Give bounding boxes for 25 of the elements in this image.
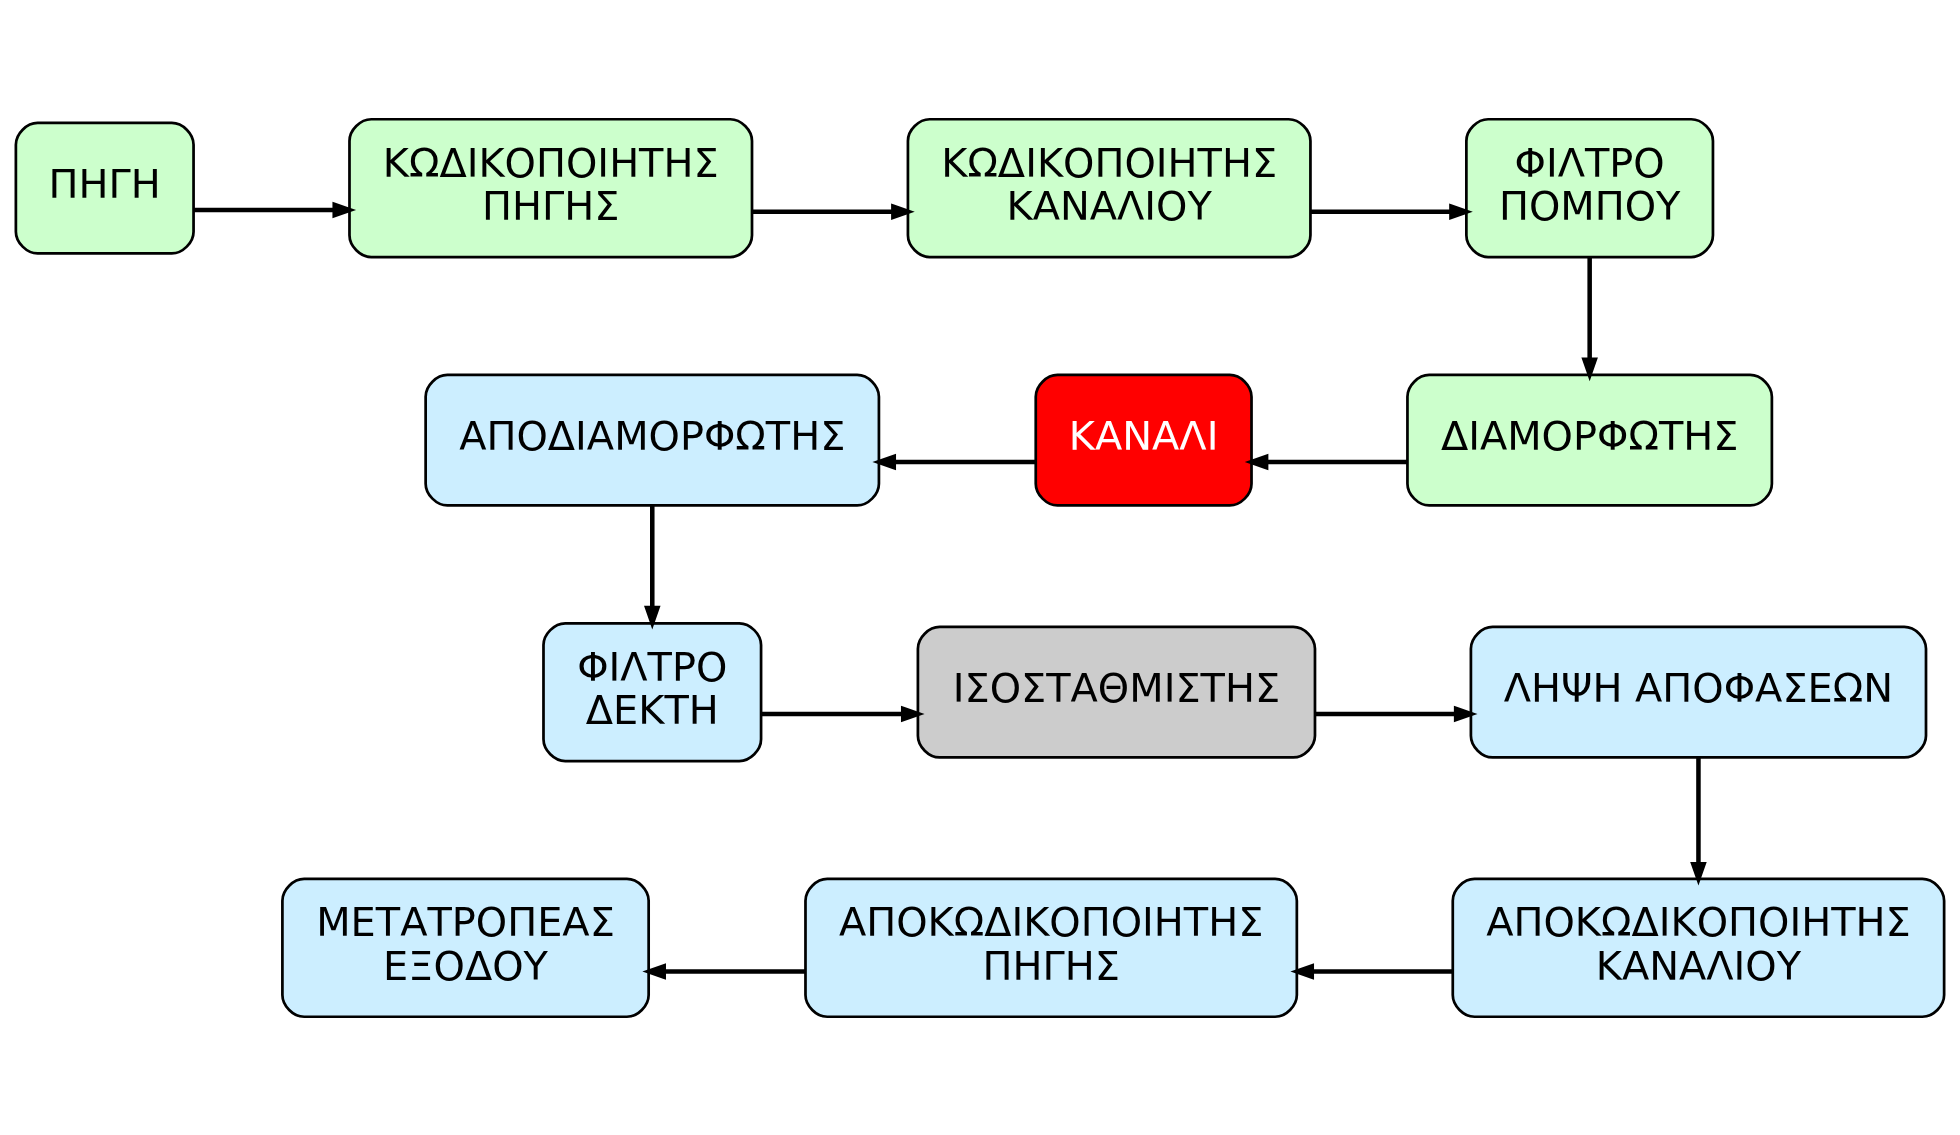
arrow — [1581, 257, 1598, 381]
node-box: ΔΙΑΜΟΡΦΩΤΗΣ — [1406, 373, 1774, 507]
arrow — [872, 453, 1036, 470]
arrow — [761, 705, 925, 722]
node-box: ΙΣΟΣΤΑΘΜΙΣΤΗΣ — [916, 625, 1317, 759]
arrow — [644, 505, 661, 629]
node-box: ΚΩΔΙΚΟΠΟΙΗΤΗΣ ΚΑΝΑΛΙΟΥ — [906, 117, 1312, 258]
arrow — [1310, 202, 1473, 220]
arrow — [1315, 705, 1478, 722]
arrow — [1244, 453, 1407, 470]
arrow — [642, 962, 806, 980]
node-box: ΠΗΓΗ — [14, 121, 195, 255]
node-box: ΛΗΨΗ ΑΠΟΦΑΣΕΩΝ — [1469, 625, 1928, 759]
node-box: ΑΠΟΚΩΔΙΚΟΠΟΙΗΤΗΣ ΠΗΓΗΣ — [804, 877, 1299, 1018]
arrow — [1690, 757, 1707, 885]
arrow — [752, 202, 915, 220]
node-box: ΚΑΝΑΛΙ — [1034, 373, 1253, 507]
node-box: ΚΩΔΙΚΟΠΟΙΗΤΗΣ ΠΗΓΗΣ — [348, 117, 754, 258]
node-box: ΑΠΟΔΙΑΜΟΡΦΩΤΗΣ — [424, 373, 881, 507]
node-box: ΜΕΤΑΤΡΟΠΕΑΣ ΕΞΟΔΟΥ — [281, 877, 650, 1018]
node-box: ΦΙΛΤΡΟ ΠΟΜΠΟΥ — [1465, 117, 1715, 258]
arrow — [1290, 962, 1453, 980]
node-box: ΦΙΛΤΡΟ ΔΕΚΤΗ — [542, 621, 763, 762]
node-box: ΑΠΟΚΩΔΙΚΟΠΟΙΗΤΗΣ ΚΑΝΑΛΙΟΥ — [1451, 877, 1946, 1018]
arrow — [193, 201, 357, 218]
